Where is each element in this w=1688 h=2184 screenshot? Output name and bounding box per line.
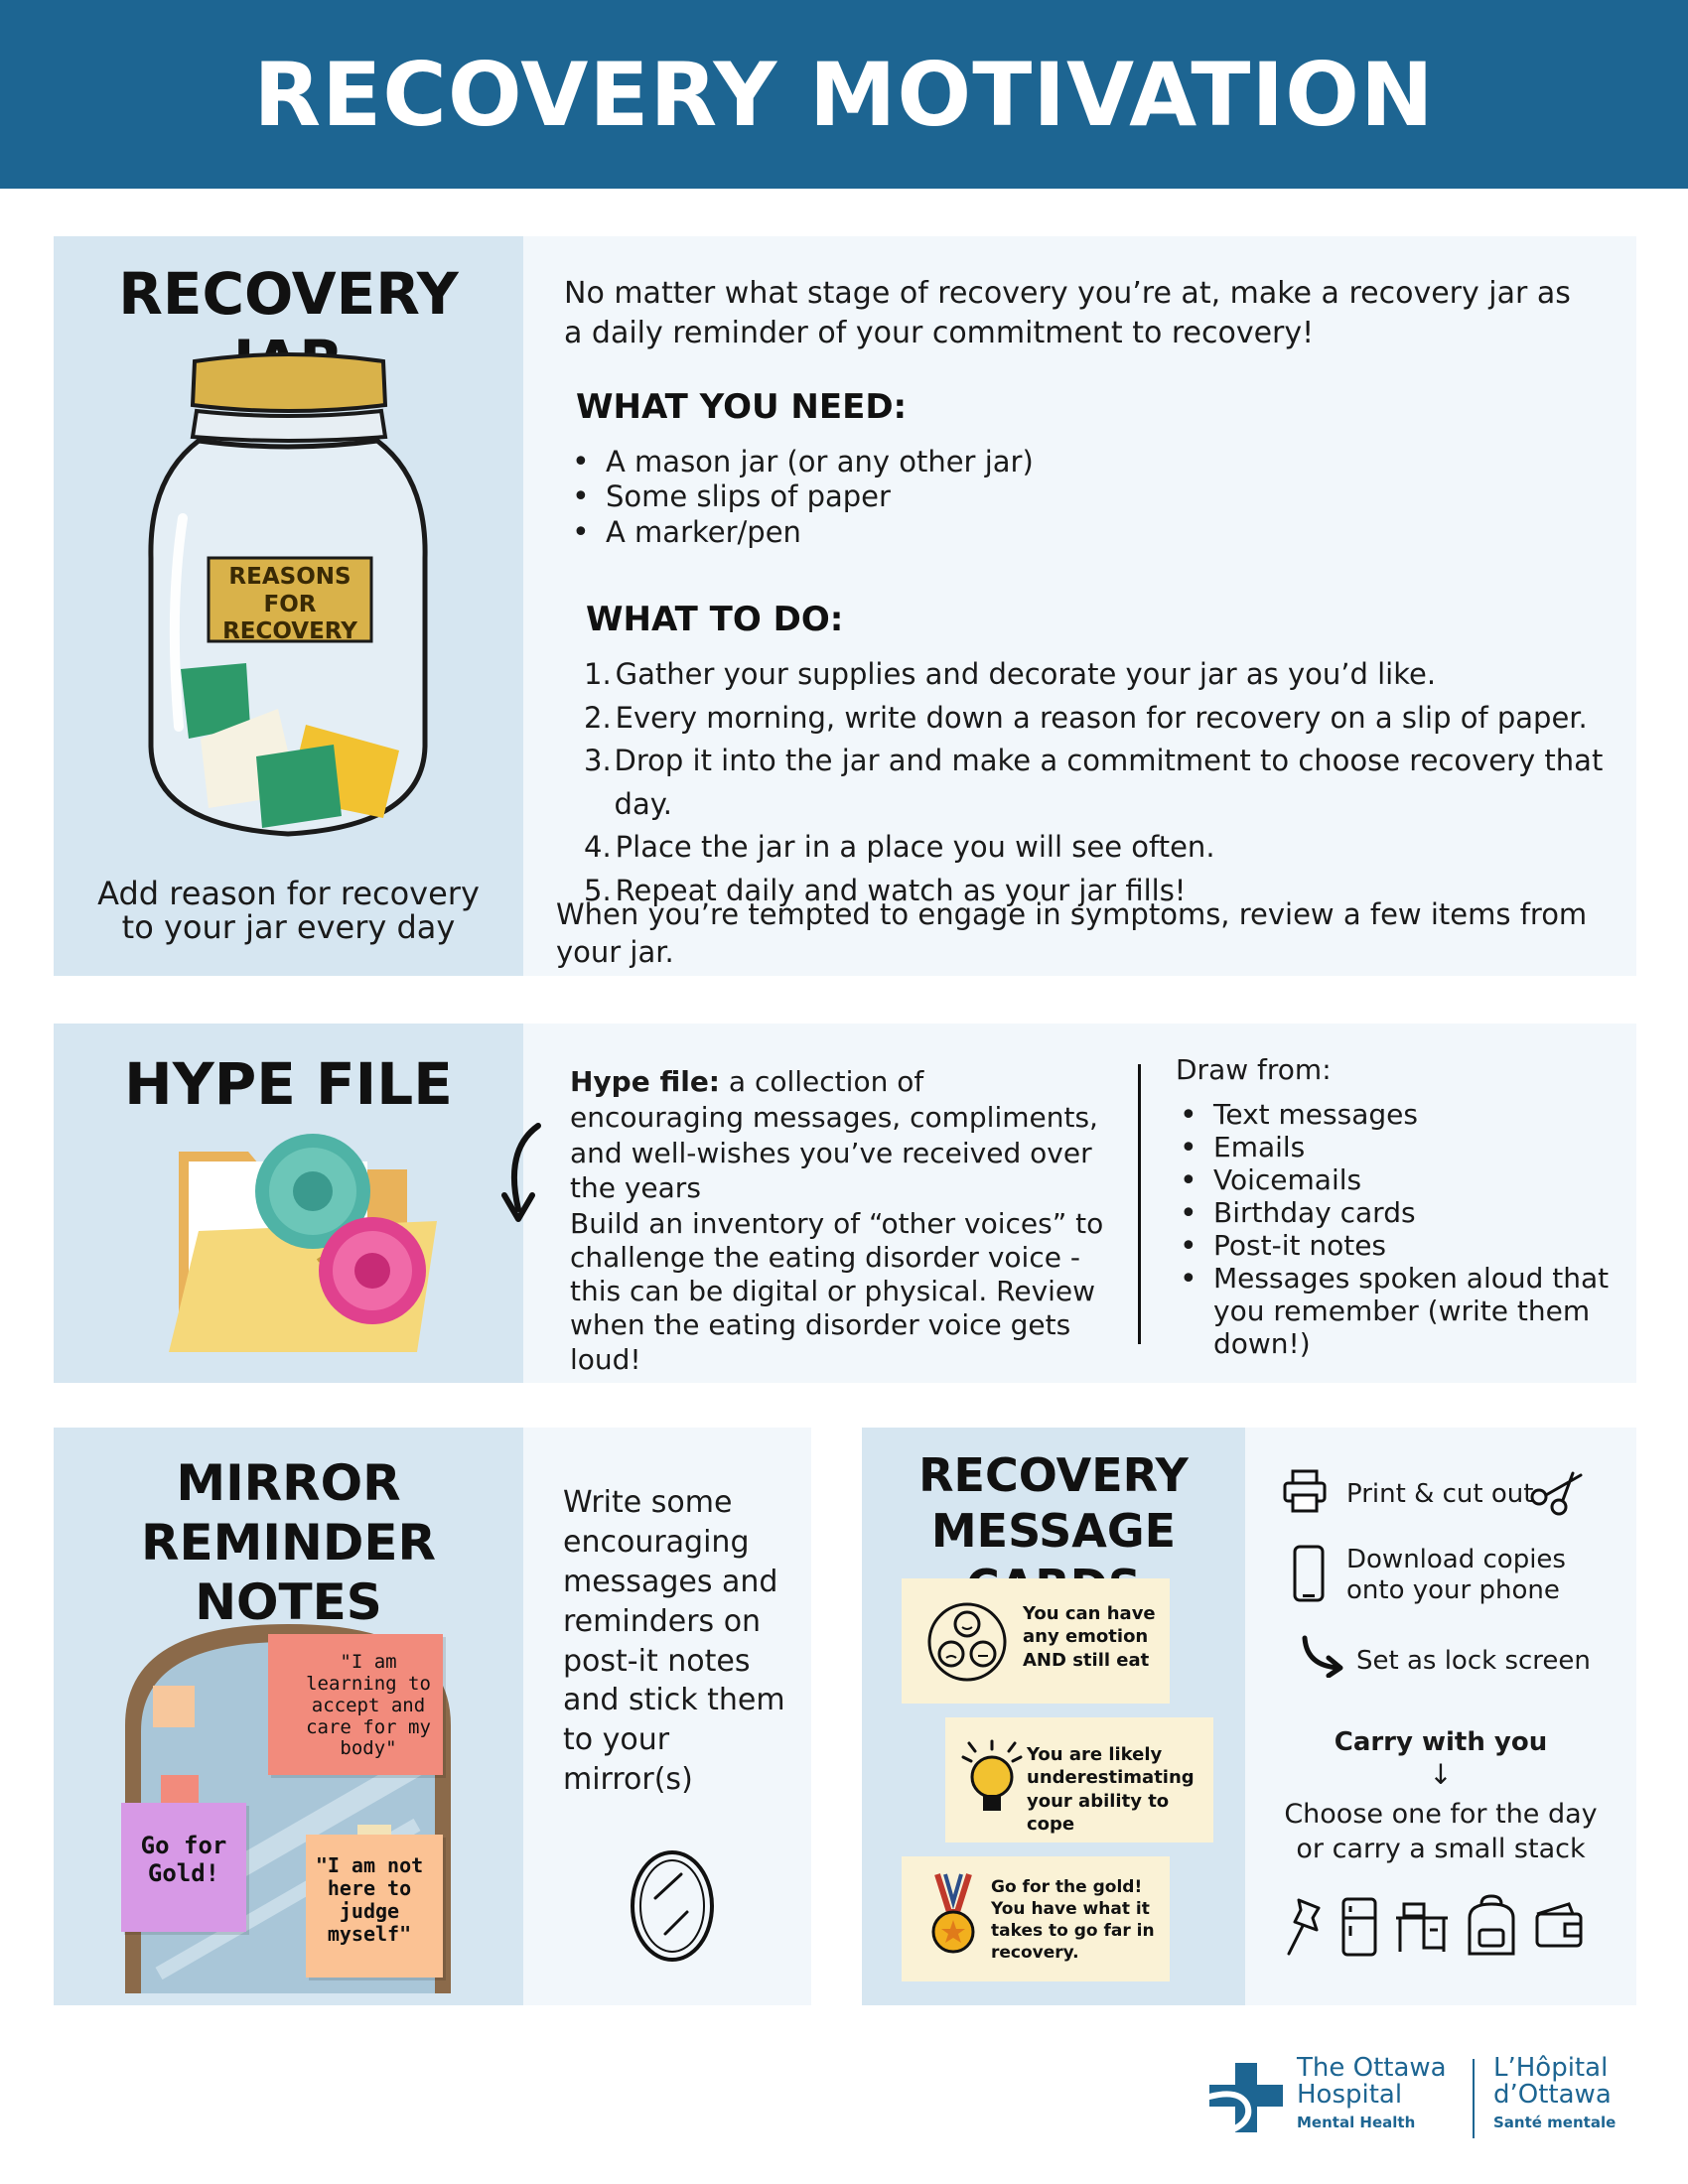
jar-caption: Add reason for recovery to your jar ever… xyxy=(54,875,523,946)
jar-label: REASONS FOR RECOVERY xyxy=(209,564,371,646)
carry-instructions: Choose one for the day or carry a small … xyxy=(1245,1797,1636,1866)
step-number: 2. xyxy=(584,700,612,735)
carry-line2: or carry a small stack xyxy=(1296,1834,1586,1865)
draw-from-list: Text messages Emails Voicemails Birthday… xyxy=(1180,1098,1626,1360)
list-item: A mason jar (or any other jar) xyxy=(572,445,1466,481)
mirror-icon xyxy=(631,1850,714,1962)
hype-file-build-text: Build an inventory of “other voices” to … xyxy=(570,1207,1104,1376)
printer-icon xyxy=(1283,1469,1327,1513)
desk-icon xyxy=(1396,1902,1448,1952)
list-item: A marker/pen xyxy=(572,515,1466,552)
recovery-jar-right-panel xyxy=(523,236,1636,976)
list-item: Birthday cards xyxy=(1180,1196,1626,1231)
curved-arrow-icon xyxy=(1302,1635,1343,1678)
message-card-emotion xyxy=(902,1578,1170,1704)
post-it-note-gold xyxy=(121,1803,246,1932)
option-print: Print & cut out xyxy=(1346,1479,1534,1509)
page-title: RECOVERY MOTIVATION xyxy=(253,43,1435,146)
what-to-do-heading: WHAT TO DO: xyxy=(586,600,844,639)
step-text: Place the jar in a place you will see of… xyxy=(615,830,1215,864)
list-item: Messages spoken aloud that you remember … xyxy=(1180,1262,1626,1360)
mirror-notes-title: MIRROR REMINDER NOTES xyxy=(54,1453,523,1632)
list-item: Text messages xyxy=(1180,1098,1626,1133)
card-gold-text: Go for the gold! You have what it takes … xyxy=(991,1877,1155,1964)
jar-intro: No matter what stage of recovery you’re … xyxy=(564,276,1571,350)
step-number: 5. xyxy=(584,873,612,907)
option-lock-screen: Set as lock screen xyxy=(1356,1646,1591,1676)
option-download-line1: Download copies xyxy=(1346,1545,1566,1574)
mirror-notes-right-panel xyxy=(523,1428,811,2005)
jar-caption-line2: to your jar every day xyxy=(121,907,456,946)
step-number: 4. xyxy=(584,830,612,864)
list-item: 5.Repeat daily and watch as your jar fil… xyxy=(584,870,1626,913)
curved-arrow-icon xyxy=(501,1123,541,1222)
jar-label-line2: RECOVERY xyxy=(222,618,357,645)
jar-label-line1: REASONS FOR xyxy=(228,564,352,617)
page-header xyxy=(0,0,1688,189)
step-text: Drop it into the jar and make a commitme… xyxy=(614,744,1604,821)
logo-en-sub: Mental Health xyxy=(1297,2113,1416,2131)
step-number: 1. xyxy=(584,657,612,691)
what-you-need-heading: WHAT YOU NEED: xyxy=(576,387,908,427)
definition-text: a collection of encouraging messages, co… xyxy=(570,1065,1098,1205)
what-to-do-list: 1.Gather your supplies and decorate your… xyxy=(584,653,1626,912)
definition-term: Hype file: xyxy=(570,1065,721,1098)
backpack-icon xyxy=(1468,1894,1515,1956)
list-item: Voicemails xyxy=(1180,1163,1626,1198)
mirror-notes-title-line1: MIRROR xyxy=(176,1454,401,1512)
pushpin-icon xyxy=(1287,1898,1321,1956)
post-it-note-judge xyxy=(306,1835,443,1978)
lightbulb-icon xyxy=(961,1739,1023,1811)
logo-en-line2: Hospital xyxy=(1297,2080,1403,2111)
list-item: 3.Drop it into the jar and make a commit… xyxy=(584,740,1626,826)
step-text: Repeat daily and watch as your jar fills… xyxy=(615,873,1187,907)
list-item: 1.Gather your supplies and decorate your… xyxy=(584,653,1626,697)
list-item: Some slips of paper xyxy=(572,479,1466,516)
folder-illustration xyxy=(169,1134,437,1352)
hype-file-title: HYPE FILE xyxy=(124,1050,453,1118)
phone-icon xyxy=(1293,1545,1325,1602)
list-item: 4.Place the jar in a place you will see … xyxy=(584,826,1626,870)
note-gold-text: Go for Gold! xyxy=(140,1832,227,1887)
down-arrow-icon: ↓ xyxy=(1429,1758,1453,1791)
draw-from-heading: Draw from: xyxy=(1176,1053,1332,1086)
mirror-instructions: Write some encouraging messages and remi… xyxy=(563,1485,785,1798)
step-number: 3. xyxy=(584,744,612,777)
option-download: Download copies onto your phone xyxy=(1346,1545,1566,1605)
emotions-icon xyxy=(927,1602,1007,1682)
ottawa-hospital-logo-icon xyxy=(1206,2063,1283,2133)
list-item: Post-it notes xyxy=(1180,1229,1626,1264)
note-learning-text: "I am learning to accept and care for my… xyxy=(306,1651,431,1760)
jar-closing-text: When you’re tempted to engage in symptom… xyxy=(556,897,1588,970)
message-cards-title-line1: RECOVERY xyxy=(918,1448,1189,1502)
logo-en-line1: The Ottawa xyxy=(1297,2053,1447,2083)
note-judge-text: "I am not here to judge myself" xyxy=(315,1853,424,1946)
post-it-note-learning xyxy=(268,1634,443,1775)
step-text: Gather your supplies and decorate your j… xyxy=(615,657,1437,691)
mirror-notes-title-line2: REMINDER NOTES xyxy=(140,1514,437,1631)
carry-heading: Carry with you xyxy=(1334,1727,1548,1757)
vertical-divider xyxy=(1138,1064,1141,1344)
logo-text-fr: L’Hôpital d’Ottawa Santé mentale xyxy=(1493,2053,1642,2131)
list-item: 2.Every morning, write down a reason for… xyxy=(584,697,1626,741)
list-item: Emails xyxy=(1180,1131,1626,1165)
gold-medal-icon xyxy=(931,1873,975,1954)
logo-fr-sub: Santé mentale xyxy=(1493,2113,1617,2131)
carry-line1: Choose one for the day xyxy=(1284,1799,1598,1830)
hype-file-definition: Hype file: a collection of encouraging m… xyxy=(570,1064,1106,1206)
option-download-line2: onto your phone xyxy=(1346,1574,1560,1605)
what-you-need-list: A mason jar (or any other jar) Some slip… xyxy=(572,445,1466,552)
fridge-icon xyxy=(1341,1897,1377,1957)
logo-divider xyxy=(1473,2059,1475,2138)
wallet-icon xyxy=(1535,1902,1583,1948)
logo-text-en: The Ottawa Hospital Mental Health xyxy=(1297,2053,1466,2131)
jar-caption-line1: Add reason for recovery xyxy=(97,875,480,912)
mason-jar-illustration xyxy=(148,352,428,837)
logo-fr-line2: d’Ottawa xyxy=(1493,2080,1612,2111)
scissors-icon xyxy=(1530,1471,1583,1516)
card-emotion-text: You can have any emotion AND still eat xyxy=(1023,1603,1156,1671)
step-text: Every morning, write down a reason for r… xyxy=(615,700,1588,735)
card-cope-text: You are likely underestimating your abil… xyxy=(1027,1744,1195,1836)
logo-fr-line1: L’Hôpital xyxy=(1493,2053,1609,2083)
